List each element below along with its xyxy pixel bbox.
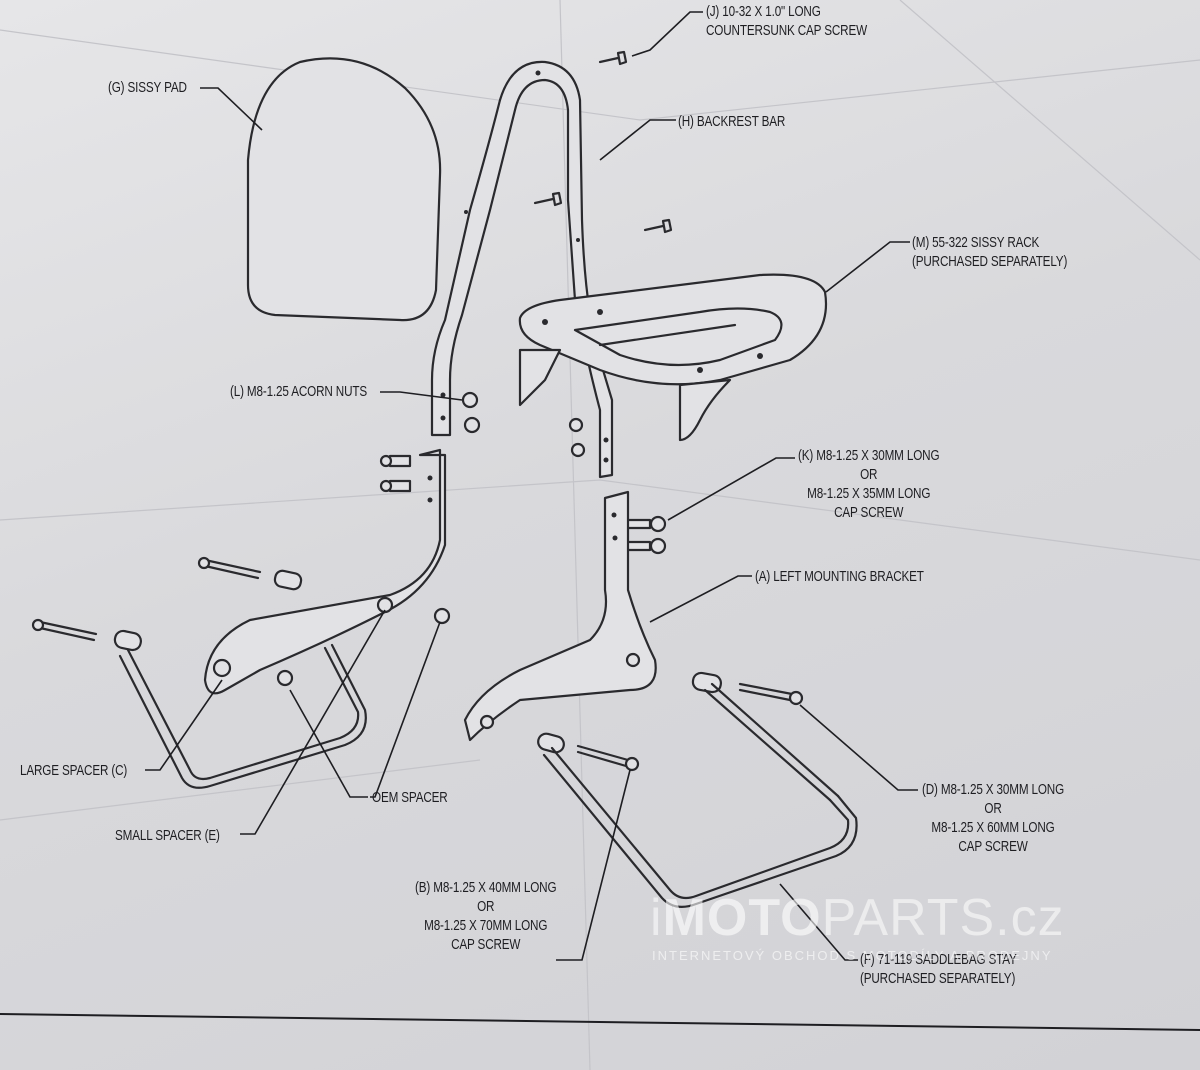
countersunk-screws bbox=[533, 50, 673, 234]
label-c-large-spacer: LARGE SPACER (C) bbox=[20, 762, 128, 779]
left-mounting-bracket bbox=[463, 490, 657, 742]
leader-lines bbox=[145, 11, 918, 961]
label-f-saddlebag-stay: (F) 71-119 SADDLEBAG STAY(PURCHASED SEPA… bbox=[860, 951, 1017, 987]
acorn-nuts bbox=[461, 391, 586, 458]
right-side-hardware bbox=[537, 671, 804, 772]
label-g-sissy-pad: (G) SISSY PAD bbox=[108, 79, 187, 96]
right-mounting-bracket bbox=[203, 448, 447, 695]
label-oem-spacer: OEM SPACER bbox=[372, 789, 448, 806]
left-side-hardware bbox=[31, 454, 451, 687]
sissy-rack bbox=[518, 273, 828, 442]
cap-screws-k bbox=[623, 515, 667, 555]
saddlebag-stays bbox=[118, 643, 858, 909]
label-l-acorn-nuts: (L) M8-1.25 ACORN NUTS bbox=[230, 383, 367, 400]
sissy-pad bbox=[246, 57, 442, 322]
label-m-sissy-rack: (M) 55-322 SISSY RACK(PURCHASED SEPARATE… bbox=[912, 234, 1068, 270]
sheet-border-line bbox=[0, 1013, 1200, 1031]
watermark-tagline: INTERNETOVÝ OBCHOD S MOTODÍLY A PRODEJNY bbox=[652, 948, 1053, 963]
label-e-small-spacer: SMALL SPACER (E) bbox=[115, 827, 220, 844]
label-a-left-mounting-bracket: (A) LEFT MOUNTING BRACKET bbox=[755, 568, 924, 585]
backrest-bar bbox=[430, 60, 614, 479]
watermark-logo: iMOTOPARTS.cz bbox=[650, 889, 1065, 947]
label-h-backrest-bar: (H) BACKREST BAR bbox=[678, 113, 786, 130]
